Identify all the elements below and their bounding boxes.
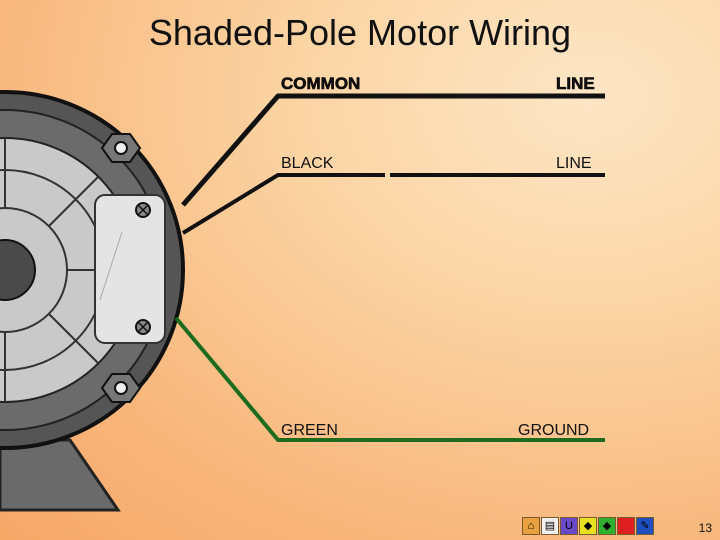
green-wire [174, 316, 605, 442]
terminal-screw-top [135, 202, 151, 218]
previous-button[interactable]: ◆ [579, 517, 597, 535]
exit-icon: ✎ [640, 519, 650, 532]
black-line-label: LINE [556, 155, 592, 172]
slide-navigation: ⌂ ▤ U ◆ ◆ ✎ [522, 517, 654, 535]
green-label: GREEN [281, 422, 338, 439]
page-number: 13 [698, 521, 712, 535]
home-icon: ⌂ [527, 519, 535, 532]
document-button[interactable]: ▤ [541, 517, 559, 535]
home-button[interactable]: ⌂ [522, 517, 540, 535]
motor-shaft [0, 239, 36, 301]
return-button[interactable]: U [560, 517, 578, 535]
next-button[interactable]: ◆ [598, 517, 616, 535]
mounting-bolt-bottom [100, 373, 142, 403]
terminal-screw-bottom [135, 319, 151, 335]
stop-button[interactable] [617, 517, 635, 535]
next-icon: ◆ [602, 519, 612, 532]
common-label: COMMON [281, 74, 361, 94]
mounting-bolt-top [100, 133, 142, 163]
common-wire [181, 93, 605, 207]
black-label: BLACK [281, 155, 334, 172]
terminal-box [94, 194, 166, 344]
exit-button[interactable]: ✎ [636, 517, 654, 535]
black-wire [181, 173, 385, 235]
document-icon: ▤ [544, 519, 556, 532]
motor-base [0, 438, 121, 512]
common-line-label: LINE [556, 74, 595, 94]
return-icon: U [565, 519, 573, 532]
slide-title: Shaded-Pole Motor Wiring [148, 12, 572, 53]
previous-icon: ◆ [583, 519, 593, 532]
ground-label: GROUND [518, 422, 590, 439]
